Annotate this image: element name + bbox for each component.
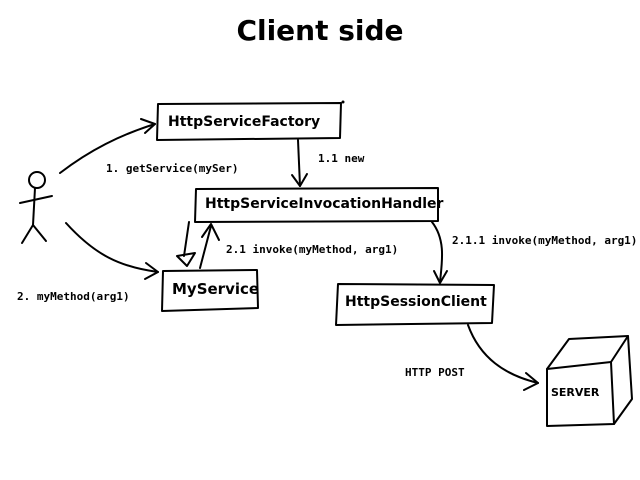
actor-stick-figure <box>19 171 53 244</box>
invoke-message: 2.1 invoke(myMethod, arg1) <box>226 243 399 256</box>
invoke-remote-arrow <box>431 221 448 284</box>
handler-label: HttpServiceInvocationHandler <box>205 196 444 212</box>
new-message: 1.1 new <box>318 152 365 165</box>
server-label: SERVER <box>551 386 600 399</box>
new-arrow <box>291 139 308 187</box>
get-service-message: 1. getService(mySer) <box>106 162 239 175</box>
invoke-remote-message: 2.1.1 invoke(myMethod, arg1) <box>452 234 638 247</box>
page-title: Client side <box>236 14 404 47</box>
session-client-label: HttpSessionClient <box>345 294 487 310</box>
factory-label: HttpServiceFactory <box>168 114 321 130</box>
my-service-label: MyService <box>172 280 260 298</box>
my-method-arrow <box>65 222 159 280</box>
get-service-arrow <box>59 118 156 174</box>
server-cube <box>546 335 633 427</box>
my-method-message: 2. myMethod(arg1) <box>17 290 130 303</box>
factory-box <box>156 102 342 141</box>
inheritance-arrow <box>176 221 196 267</box>
my-service-box <box>161 269 259 312</box>
http-post-arrow <box>467 324 539 391</box>
handler-box <box>194 187 439 223</box>
invoke-arrow <box>199 223 220 269</box>
session-client-box <box>335 283 495 326</box>
sketch-dot <box>341 100 345 104</box>
http-post-message: HTTP POST <box>405 366 465 379</box>
